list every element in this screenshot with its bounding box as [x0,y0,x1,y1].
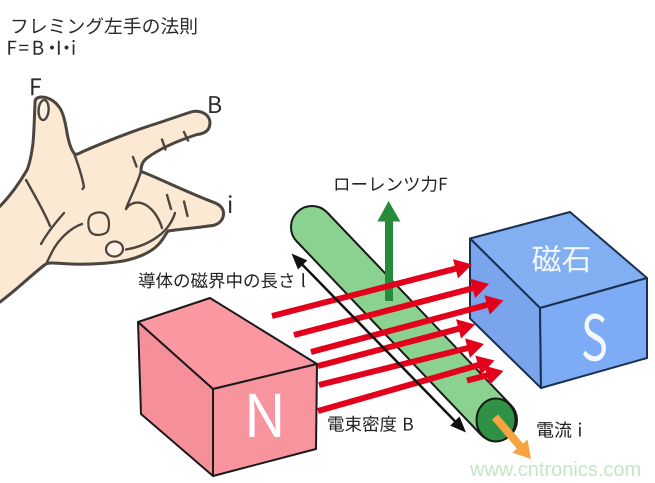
svg-text:www.cntronics.com: www.cntronics.com [469,459,641,481]
